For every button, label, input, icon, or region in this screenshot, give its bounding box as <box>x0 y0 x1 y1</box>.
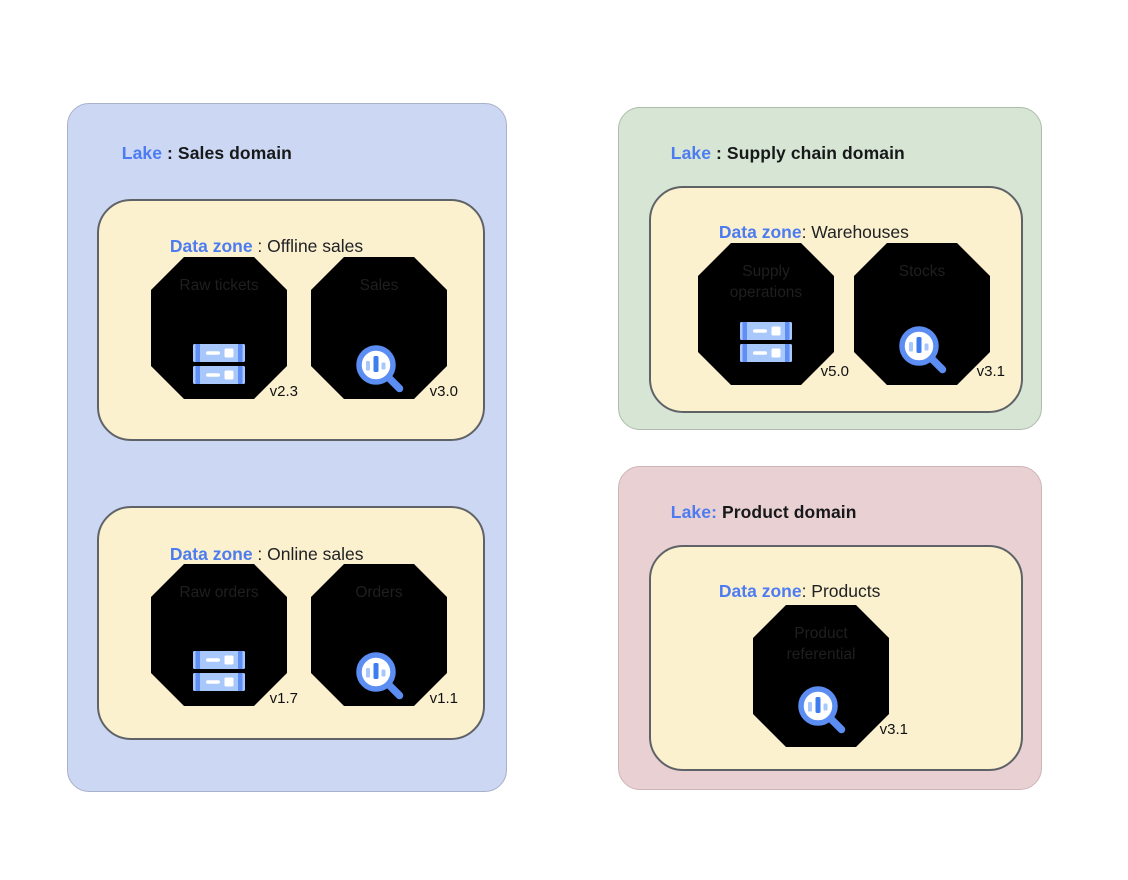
data-zone-keyword: Data zone <box>169 544 253 564</box>
entity-supply-operations: Supply operations v5.0 <box>695 240 849 388</box>
version-badge: v3.0 <box>429 383 458 400</box>
version-badge: v2.3 <box>269 383 298 400</box>
lake-name: : Sales domain <box>162 143 292 163</box>
zone-offline-sales-label: Data zone : Offline sales <box>131 215 363 278</box>
lake-product-label: Lake: Product domain <box>641 481 857 544</box>
zone-warehouses: Data zone: Warehouses Supply operations … <box>649 186 1023 413</box>
entity-product-referential: Product referential v3.1 <box>750 602 908 750</box>
lake-sales-label: Lake : Sales domain <box>92 122 292 185</box>
entity-name: Sales <box>359 277 399 294</box>
storage-icon <box>193 651 245 691</box>
lake-sales-domain: Lake : Sales domain Data zone : Offline … <box>67 103 507 792</box>
storage-icon <box>193 344 245 384</box>
zone-name: : Products <box>801 581 881 601</box>
search-insights-icon <box>354 650 404 700</box>
entity-name: Orders <box>355 584 403 601</box>
lake-keyword: Lake <box>670 143 712 163</box>
entity-name: Raw tickets <box>179 277 259 294</box>
lake-supply-chain-domain: Lake : Supply chain domain Data zone: Wa… <box>618 107 1042 430</box>
entity-name: Stocks <box>898 263 946 280</box>
zone-name: : Offline sales <box>252 236 364 256</box>
search-insights-icon <box>897 324 947 374</box>
data-zone-keyword: Data zone <box>169 236 253 256</box>
version-badge: v3.1 <box>976 363 1005 380</box>
lake-name: : Supply chain domain <box>711 143 905 163</box>
data-zone-keyword: Data zone <box>718 581 802 601</box>
entity-stocks: Stocks v3.1 <box>851 240 1005 388</box>
data-zone-keyword: Data zone <box>718 222 802 242</box>
lake-product-domain: Lake: Product domain Data zone: Products… <box>618 466 1042 790</box>
search-insights-icon <box>796 684 846 734</box>
entity-orders: Orders v1.1 <box>308 561 458 709</box>
version-badge: v3.1 <box>879 721 908 738</box>
lake-name: Product domain <box>717 502 857 522</box>
version-badge: v1.1 <box>429 690 458 707</box>
entity-name: Raw orders <box>179 584 259 601</box>
search-insights-icon <box>354 343 404 393</box>
version-badge: v5.0 <box>820 363 849 380</box>
entity-name: Product referential <box>786 625 856 663</box>
lake-supply-label: Lake : Supply chain domain <box>641 122 905 185</box>
entity-sales: Sales v3.0 <box>308 254 458 402</box>
entity-raw-tickets: Raw tickets v2.3 <box>148 254 298 402</box>
zone-name: : Warehouses <box>801 222 909 242</box>
lake-keyword: Lake: <box>670 502 717 522</box>
zone-warehouses-label: Data zone: Warehouses <box>680 201 909 264</box>
storage-icon <box>740 322 792 362</box>
zone-online-sales: Data zone : Online sales Raw orders v1.7… <box>97 506 485 740</box>
entity-name: Supply operations <box>729 263 803 301</box>
zone-name: : Online sales <box>252 544 364 564</box>
zone-offline-sales: Data zone : Offline sales Raw tickets v2… <box>97 199 485 441</box>
lake-keyword: Lake <box>121 143 163 163</box>
zone-products-label: Data zone: Products <box>680 560 880 623</box>
entity-raw-orders: Raw orders v1.7 <box>148 561 298 709</box>
version-badge: v1.7 <box>269 690 298 707</box>
zone-online-sales-label: Data zone : Online sales <box>131 523 364 586</box>
zone-products: Data zone: Products Product referential … <box>649 545 1023 771</box>
